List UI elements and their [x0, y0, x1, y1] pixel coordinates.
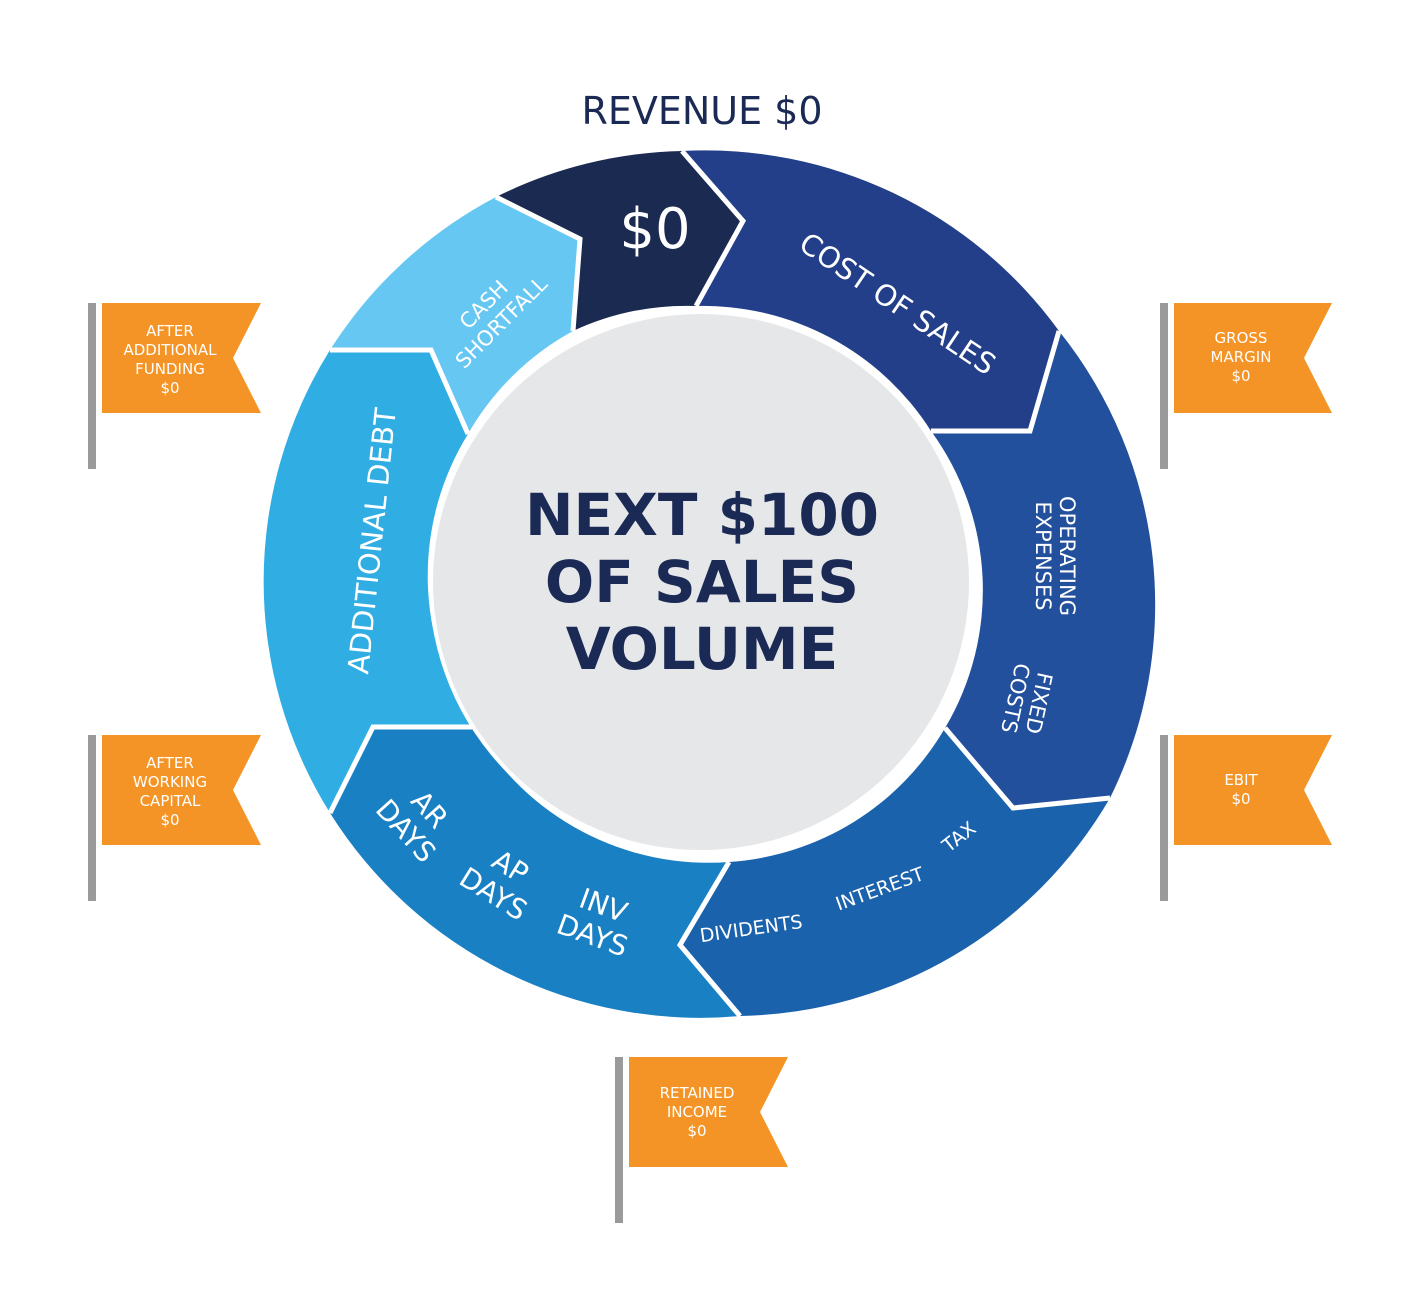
flag-text-line: MARGIN	[1211, 348, 1272, 366]
flag-text-line: $0	[160, 811, 179, 829]
flag-ebit: EBIT $0	[1160, 735, 1332, 901]
flag-pole	[88, 303, 96, 469]
segment-working-capital	[330, 727, 740, 1018]
flag-after-working-capital: AFTER WORKING CAPITAL $0	[88, 735, 261, 901]
flag-banner	[1174, 735, 1332, 845]
flag-text-line: ADDITIONAL	[123, 341, 217, 359]
flag-banner	[102, 735, 261, 845]
segment-cash-shortfall	[330, 197, 580, 434]
flag-text-line: WORKING	[133, 773, 207, 791]
flag-retained-income: RETAINED INCOME $0	[615, 1057, 788, 1223]
flag-text-line: CAPITAL	[140, 792, 201, 810]
flag-banner	[629, 1057, 788, 1167]
center-line-2: OF SALES	[545, 548, 859, 616]
flag-text-line: EBIT	[1224, 771, 1258, 789]
revenue-value: $0	[619, 197, 690, 262]
flag-text-line: $0	[1231, 367, 1250, 385]
center-line-1: NEXT $100	[525, 481, 879, 549]
flag-pole	[615, 1057, 623, 1223]
segment-revenue	[496, 151, 743, 331]
flag-text-line: FUNDING	[135, 360, 205, 378]
segment-cost-of-sales	[682, 150, 1059, 432]
operating-expenses-label: OPERATING EXPENSES	[1031, 496, 1079, 616]
flag-text-line: RETAINED	[660, 1084, 735, 1102]
flag-text-line: $0	[160, 379, 179, 397]
flag-text-line: INCOME	[667, 1103, 727, 1121]
flag-banner	[1174, 303, 1332, 413]
center-line-3: VOLUME	[566, 615, 839, 683]
center-circle	[433, 314, 969, 850]
segment-additional-debt	[263, 350, 474, 813]
flag-pole	[88, 735, 96, 901]
segment-separators	[327, 149, 1111, 1018]
cycle-ring	[263, 149, 1156, 1018]
flag-text-line: $0	[1231, 790, 1250, 808]
operating-label-line-1: OPERATING	[1055, 496, 1079, 616]
diagram-title: REVENUE $0	[581, 89, 822, 133]
segment-operating-expenses	[931, 331, 1156, 808]
segment-tax-interest-dividents	[680, 728, 1110, 1016]
flag-text-line: AFTER	[146, 754, 194, 772]
flag-text-line: $0	[687, 1122, 706, 1140]
flag-text-line: AFTER	[146, 322, 194, 340]
flag-text-line: GROSS	[1215, 329, 1268, 347]
flag-pole	[1160, 303, 1168, 469]
flag-gross-margin: GROSS MARGIN $0	[1160, 303, 1332, 469]
flag-after-additional-funding: AFTER ADDITIONAL FUNDING $0	[88, 303, 261, 469]
flag-pole	[1160, 735, 1168, 901]
flag-banner	[102, 303, 261, 413]
operating-label-line-2: EXPENSES	[1031, 501, 1055, 610]
